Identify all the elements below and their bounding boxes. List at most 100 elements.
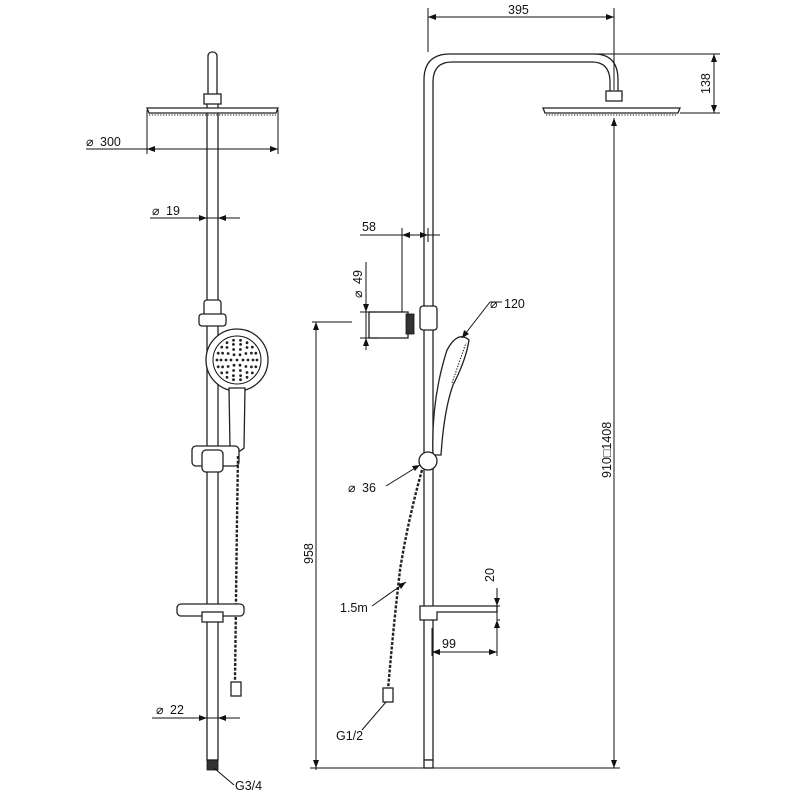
dim-hose-thread: G1/2: [336, 701, 387, 743]
dim-handset-diameter-value: 120: [504, 297, 525, 311]
nozzle-dot: [232, 363, 236, 367]
nozzle-dot: [245, 346, 249, 349]
nozzle-dot: [245, 371, 249, 374]
dim-arm-length: 395: [427, 3, 615, 90]
nozzle-dot: [254, 365, 258, 369]
hand-shower-nozzles: [215, 338, 259, 382]
nozzle-dot: [229, 358, 233, 362]
front-bottom-outlet: [206, 759, 219, 771]
dim-outlet-thread-value: G3/4: [235, 779, 262, 793]
dim-bracket-diameter: ⌀ 49: [351, 262, 378, 350]
nozzle-dot: [235, 358, 239, 362]
nozzle-dot: [225, 371, 229, 374]
nozzle-dot: [246, 358, 250, 362]
front-hand-shower-handle: [228, 387, 246, 453]
side-soap-shelf: [419, 605, 498, 621]
nozzle-dot: [232, 338, 235, 342]
nozzle-dot: [238, 363, 242, 367]
dim-rail-diameter-symbol: ⌀: [152, 204, 160, 218]
nozzle-dot: [255, 358, 259, 362]
side-hose-nut: [382, 687, 394, 703]
side-upper-slider: [419, 305, 438, 331]
dim-head-diameter-value: 300: [100, 135, 121, 149]
side-hand-shower: [432, 336, 470, 456]
nozzle-dot: [250, 371, 254, 375]
side-bottom-outlet: [423, 759, 434, 769]
dim-shelf-height-value: 20: [483, 568, 497, 582]
side-rain-head: [542, 107, 681, 114]
nozzle-dot: [241, 358, 245, 362]
dim-bracket-diameter-symbol: ⌀: [351, 290, 365, 298]
dim-bracket-height: 958: [302, 321, 620, 770]
dim-head-diameter: ⌀ 300: [86, 110, 279, 154]
side-head-connector: [605, 90, 623, 102]
nozzle-dot: [232, 369, 236, 372]
nozzle-dot: [225, 346, 229, 349]
side-slider-ball: [418, 451, 438, 471]
nozzle-dot: [216, 365, 220, 369]
nozzle-dot: [250, 351, 253, 355]
nozzle-dot: [226, 352, 230, 355]
nozzle-dot: [232, 374, 235, 377]
dim-shelf-depth: 99: [431, 622, 498, 656]
side-riser-and-arm: [423, 53, 619, 761]
nozzle-dot: [232, 348, 236, 351]
nozzle-dot: [250, 345, 254, 349]
dim-arm-drop: 138: [594, 53, 720, 114]
dim-hose-thread-value: G1/2: [336, 729, 363, 743]
dim-bracket-offset: 58: [360, 220, 440, 312]
dim-slider-diameter: ⌀ 36: [348, 464, 421, 495]
front-arm-stub: [207, 51, 218, 101]
dim-shelf-height: 20: [483, 568, 500, 630]
dim-bracket-height-value: 958: [302, 543, 316, 564]
front-rain-head: [146, 107, 279, 114]
nozzle-dot: [245, 375, 249, 379]
dim-rail-diameter-value: 19: [166, 204, 180, 218]
dim-total-height-value: 910□1408: [600, 422, 614, 478]
nozzle-dot: [239, 374, 243, 377]
side-view: 395 138 58 ⌀ 49: [302, 3, 720, 770]
dim-outlet-thread: G3/4: [213, 767, 262, 793]
dim-arm-drop-value: 138: [699, 73, 713, 94]
nozzle-dot: [244, 365, 248, 368]
dim-hose-length-value: 1.5m: [340, 601, 368, 615]
side-wall-bracket: [368, 311, 409, 339]
nozzle-dot: [239, 343, 243, 346]
nozzle-dot: [239, 369, 242, 372]
front-view: ⌀ 300 ⌀ 19 ⌀ 22 G3/4: [86, 51, 279, 793]
nozzle-dot: [232, 378, 235, 382]
dim-handset-diameter: ⌀ 120: [461, 297, 525, 339]
nozzle-dot: [244, 352, 248, 355]
nozzle-dot: [238, 353, 242, 357]
nozzle-dot: [239, 378, 242, 382]
dim-hose-length: 1.5m: [340, 581, 407, 615]
nozzle-dot: [215, 358, 219, 362]
nozzle-dot: [239, 338, 242, 342]
front-head-connector: [203, 93, 222, 105]
dim-total-height: 910□1408: [600, 118, 617, 768]
nozzle-dot: [216, 351, 220, 355]
nozzle-dot: [239, 348, 242, 351]
front-hose: [233, 455, 240, 681]
dim-slider-diameter-value: 36: [362, 481, 376, 495]
front-hose-nut: [230, 681, 242, 697]
dim-slider-diameter-symbol: ⌀: [348, 481, 356, 495]
dim-outlet-diameter-value: 22: [170, 703, 184, 717]
nozzle-dot: [221, 365, 225, 369]
dim-head-diameter-symbol: ⌀: [86, 135, 94, 149]
dim-arm-length-value: 395: [508, 3, 529, 17]
nozzle-dot: [226, 365, 230, 368]
nozzle-dot: [224, 358, 228, 362]
nozzle-dot: [232, 353, 236, 357]
nozzle-dot: [220, 345, 224, 349]
dim-bracket-diameter-value: 49: [351, 270, 365, 284]
side-hose: [386, 469, 424, 691]
dim-outlet-diameter: ⌀ 22: [152, 703, 240, 721]
dim-rail-diameter: ⌀ 19: [150, 204, 240, 221]
nozzle-dot: [225, 375, 229, 379]
nozzle-dot: [232, 343, 235, 346]
dim-handset-diameter-symbol: ⌀: [490, 297, 498, 311]
front-riser-rail: [206, 97, 219, 761]
nozzle-dot: [225, 341, 229, 345]
